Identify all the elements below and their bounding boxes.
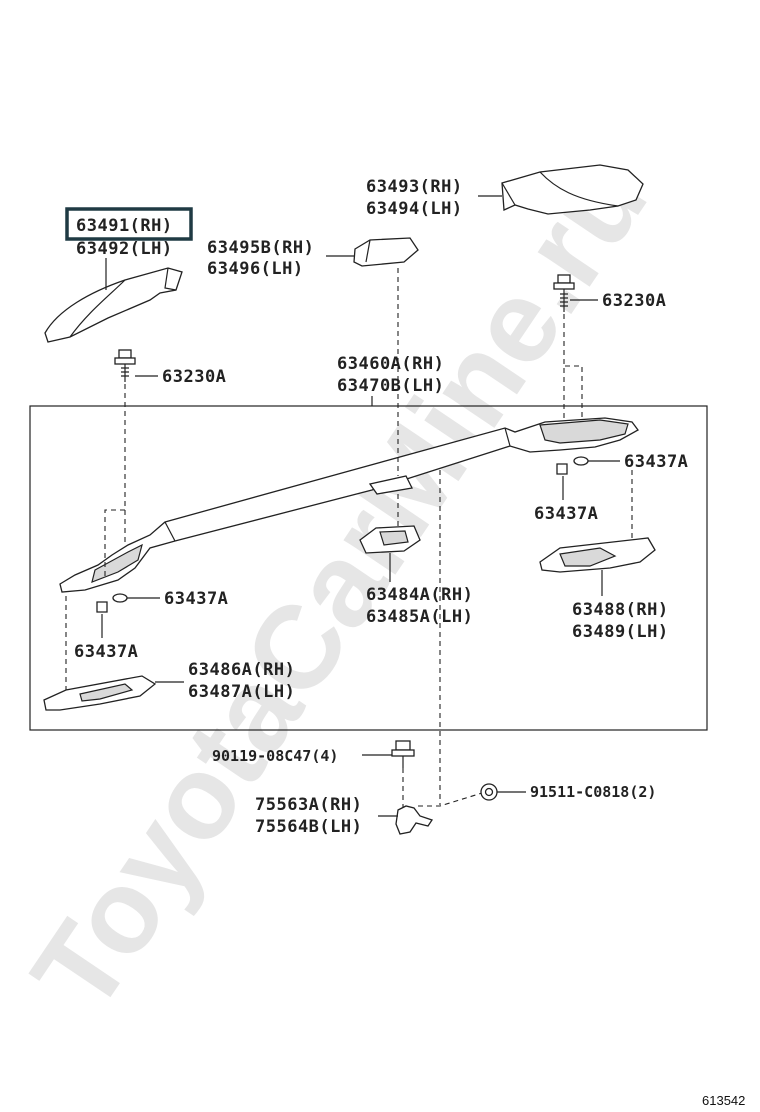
label-63230a-front[interactable]: 63230A xyxy=(162,367,226,387)
label-63437a-front-below[interactable]: 63437A xyxy=(74,642,138,662)
label-63494-lh[interactable]: 63494(LH) xyxy=(366,199,463,219)
spacer-rear-below-icon[interactable] xyxy=(556,463,568,475)
front-end-cover[interactable] xyxy=(44,267,183,343)
label-90119-08c47[interactable]: 90119-08C47(4) xyxy=(212,747,338,765)
dash-clip-link xyxy=(418,792,483,807)
label-63437a-front-right[interactable]: 63437A xyxy=(164,589,228,609)
label-63487a-lh[interactable]: 63487A(LH) xyxy=(188,682,295,702)
label-63460a-rh[interactable]: 63460A(RH) xyxy=(337,354,444,374)
assembly-frame xyxy=(29,405,708,731)
bolt-front-icon[interactable] xyxy=(114,349,136,382)
label-63486a-rh[interactable]: 63486A(RH) xyxy=(188,660,295,680)
center-pad[interactable] xyxy=(359,525,421,554)
dash-front-bracket xyxy=(104,509,125,580)
label-63493-rh[interactable]: 63493(RH) xyxy=(366,177,463,197)
spacer-front-right-icon[interactable] xyxy=(112,593,128,603)
label-63488-rh[interactable]: 63488(RH) xyxy=(572,600,669,620)
rear-end-cover[interactable] xyxy=(501,164,644,215)
label-75563a-rh[interactable]: 75563A(RH) xyxy=(255,795,362,815)
label-63470b-lh[interactable]: 63470B(LH) xyxy=(337,376,444,396)
watermark: ToyotaCarMine.ru xyxy=(7,136,672,1034)
diagram-id: 613542 xyxy=(702,1093,745,1108)
bolt-bottom-icon[interactable] xyxy=(391,740,415,768)
label-63492-lh[interactable]: 63492(LH) xyxy=(76,239,173,259)
label-63437a-rear-right[interactable]: 63437A xyxy=(624,452,688,472)
label-63485a-lh[interactable]: 63485A(LH) xyxy=(366,607,473,627)
dash-rear-bracket xyxy=(565,365,583,420)
spacer-rear-right-icon[interactable] xyxy=(573,456,589,466)
front-pad[interactable] xyxy=(43,675,157,711)
label-63437a-rear-below[interactable]: 63437A xyxy=(534,504,598,524)
bracket[interactable] xyxy=(395,805,434,835)
label-63496-lh[interactable]: 63496(LH) xyxy=(207,259,304,279)
label-63484a-rh[interactable]: 63484A(RH) xyxy=(366,585,473,605)
label-63489-lh[interactable]: 63489(LH) xyxy=(572,622,669,642)
bolt-rear-icon[interactable] xyxy=(553,274,575,312)
highlight-box xyxy=(65,207,193,241)
label-63230a-rear[interactable]: 63230A xyxy=(602,291,666,311)
center-cover[interactable] xyxy=(353,237,419,267)
label-75564b-lh[interactable]: 75564B(LH) xyxy=(255,817,362,837)
spacer-front-below-icon[interactable] xyxy=(96,601,108,613)
label-91511-c0818[interactable]: 91511-C0818(2) xyxy=(530,783,656,801)
clip-icon[interactable] xyxy=(480,783,498,801)
label-63495b-rh[interactable]: 63495B(RH) xyxy=(207,238,314,258)
rear-pad[interactable] xyxy=(539,537,656,573)
label-63491-rh[interactable]: 63491(RH) xyxy=(76,216,173,236)
